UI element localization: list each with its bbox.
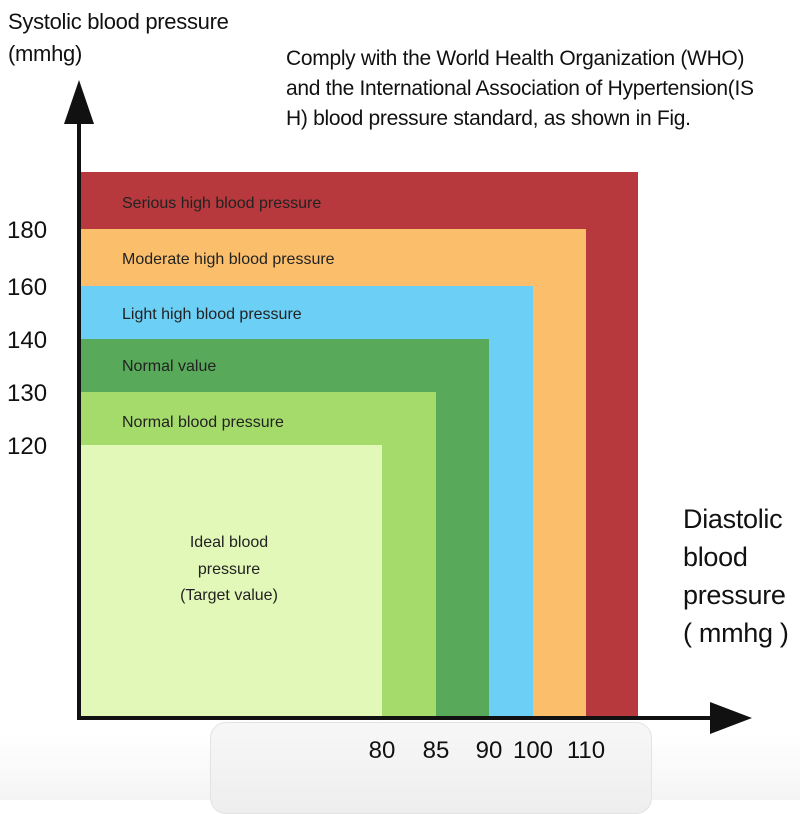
- zone-label-light: Light high blood pressure: [122, 306, 302, 323]
- x-tick-label: 100: [513, 737, 553, 764]
- x-axis-arrow: [710, 702, 752, 734]
- zone-label-serious: Serious high blood pressure: [122, 195, 321, 212]
- y-axis-title: Systolic blood pressure (mmhg): [8, 6, 229, 70]
- y-tick-label: 180: [7, 217, 47, 244]
- zone-label-normal-bp: Normal blood pressure: [122, 414, 284, 431]
- x-tick-label: 85: [423, 737, 450, 764]
- zone-rects: [81, 172, 638, 718]
- x-axis-title-line2: blood: [683, 542, 748, 572]
- zone-label-normal-value: Normal value: [122, 358, 216, 375]
- zone-label-ideal-line1: Ideal blood: [190, 534, 268, 551]
- zone-labels: Serious high blood pressure Moderate hig…: [122, 195, 335, 604]
- note-line-1: Comply with the World Health Organizatio…: [286, 47, 745, 70]
- zone-label-ideal-line2: pressure: [198, 561, 260, 578]
- y-axis-arrow: [64, 80, 94, 124]
- standard-note: Comply with the World Health Organizatio…: [286, 44, 786, 134]
- y-tick-label: 130: [7, 380, 47, 407]
- x-axis-title-line3: pressure: [683, 580, 786, 610]
- y-tick-label: 120: [7, 433, 47, 460]
- x-tick-label: 80: [369, 737, 396, 764]
- y-axis-title-line2: (mmhg): [8, 41, 82, 66]
- axes: [64, 80, 752, 734]
- x-tick-label: 110: [567, 737, 605, 764]
- zone-label-ideal-line3: (Target value): [180, 587, 278, 604]
- zone-rect-5: [81, 445, 382, 718]
- blood-pressure-monitor-image: [210, 722, 652, 814]
- x-axis-title-line1: Diastolic: [683, 504, 783, 534]
- x-axis-title-line4: ( mmhg ): [683, 618, 789, 648]
- tick-labels: 120 130 140 160 180 80 85 90 100 110: [7, 217, 605, 764]
- x-tick-label: 90: [476, 737, 503, 764]
- note-line-2: and the International Association of Hyp…: [286, 77, 754, 100]
- y-tick-label: 140: [7, 327, 47, 354]
- y-tick-label: 160: [7, 274, 47, 301]
- zone-label-moderate: Moderate high blood pressure: [122, 251, 335, 268]
- x-axis-title: Diastolic blood pressure ( mmhg ): [683, 500, 798, 652]
- y-axis-title-line1: Systolic blood pressure: [8, 9, 229, 34]
- note-line-3: H) blood pressure standard, as shown in …: [286, 107, 691, 130]
